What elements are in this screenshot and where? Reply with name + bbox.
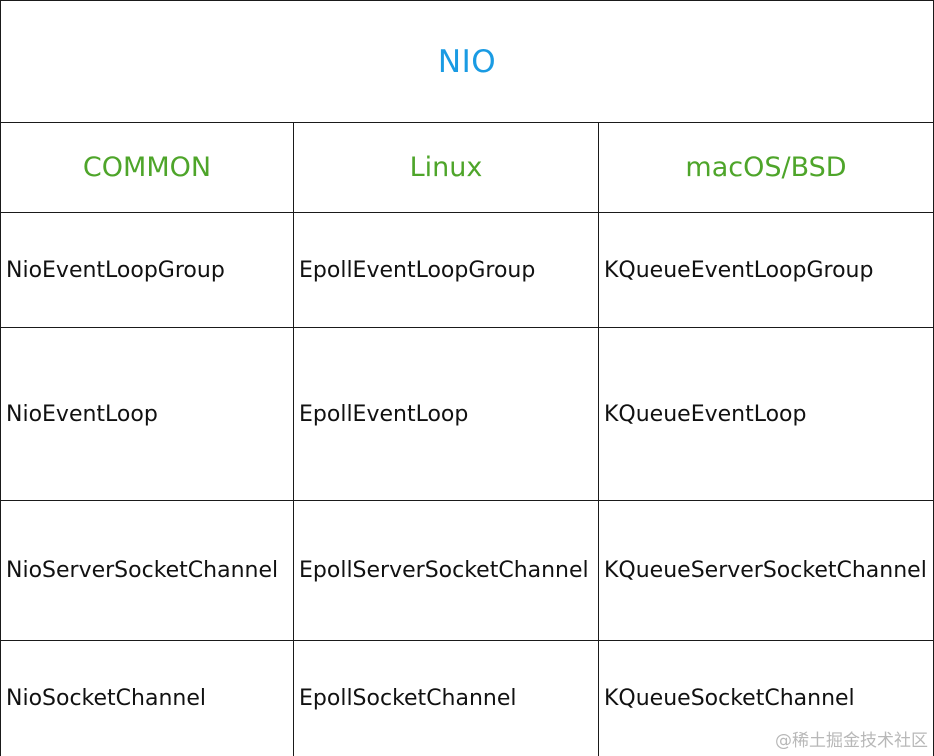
table-cell: NioSocketChannel <box>1 641 294 756</box>
table-row: NioSocketChannel EpollSocketChannel KQue… <box>1 641 933 756</box>
header-common: COMMON <box>1 123 294 212</box>
watermark: @稀土掘金技术社区 <box>775 731 928 751</box>
table-cell: KQueueEventLoop <box>604 401 807 427</box>
table-title: NIO <box>1 1 933 123</box>
table-cell: NioEventLoop <box>1 328 294 500</box>
table-cell: NioEventLoopGroup <box>1 213 294 327</box>
table-cell: EpollServerSocketChannel <box>294 501 599 640</box>
header-linux: Linux <box>294 123 599 212</box>
table-cell: NioServerSocketChannel <box>1 501 294 640</box>
table-cell: KQueueSocketChannel <box>604 686 855 711</box>
table-cell: EpollEventLoop <box>294 328 599 500</box>
table-cell: EpollEventLoopGroup <box>294 213 599 327</box>
table-row: NioEventLoop EpollEventLoop KQueueEventL… <box>1 328 933 501</box>
table-cell: KQueueServerSocketChannel <box>604 558 927 583</box>
table-row: NioEventLoopGroup EpollEventLoopGroup KQ… <box>1 213 933 328</box>
header-macos-bsd: macOS/BSD <box>685 152 847 183</box>
table-row: NioServerSocketChannel EpollServerSocket… <box>1 501 933 641</box>
header-row: COMMON Linux macOS/BSD <box>1 123 933 213</box>
table-cell: KQueueEventLoopGroup <box>604 257 874 283</box>
table-cell: EpollSocketChannel <box>294 641 599 756</box>
